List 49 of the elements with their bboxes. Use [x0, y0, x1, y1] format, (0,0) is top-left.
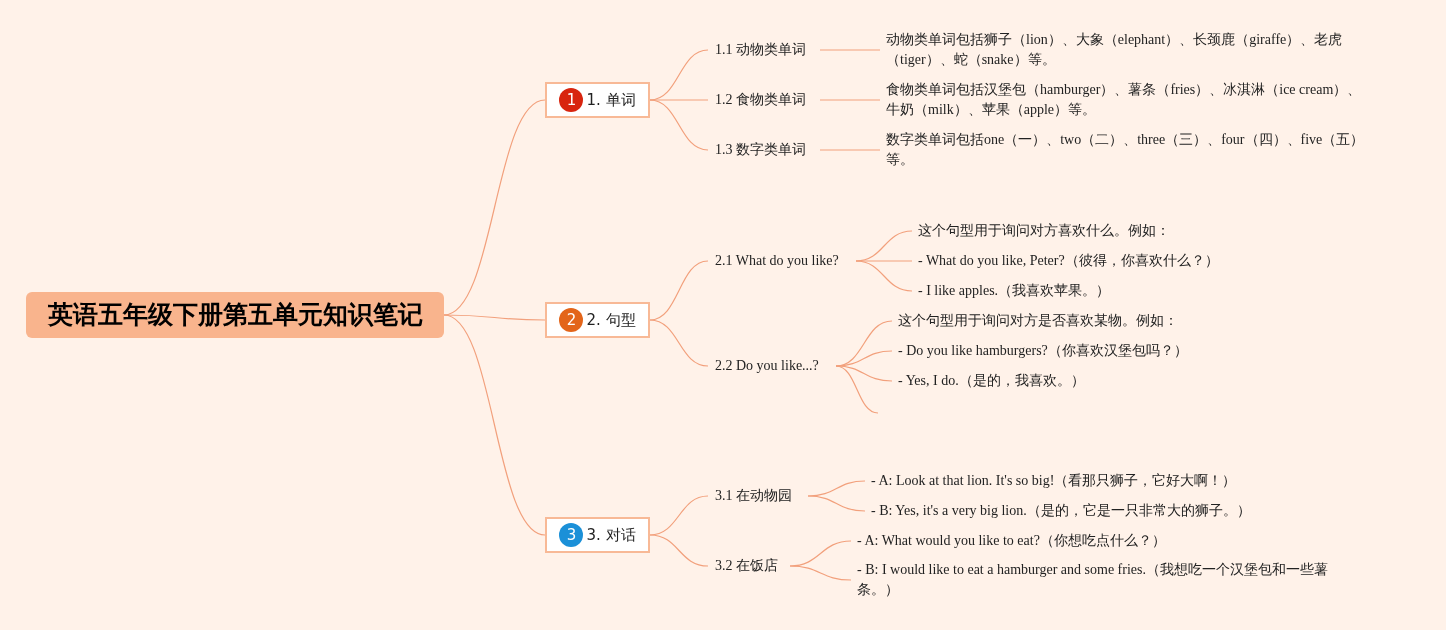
branch-line: [835, 350, 893, 367]
branch-line: [649, 99, 709, 151]
note-text: - What do you like, Peter?（彼得，你喜欢什么？）: [912, 251, 1242, 271]
subtopic: 3.2 在饭店: [708, 556, 790, 576]
subtopic: 1.2 食物类单词: [708, 90, 820, 110]
note-text: - A: Look at that lion. It's so big!（看那只狮子，它好大啊！）: [865, 471, 1285, 491]
note-text: - A: What would you like to eat?（你想吃点什么？）: [851, 531, 1271, 551]
branch-line: [443, 314, 546, 321]
subtopic: 1.3 数字类单词: [708, 140, 820, 160]
main-topic-box: [545, 517, 650, 553]
topic-label: 1. 单词: [586, 89, 636, 111]
branch-line: [649, 534, 709, 567]
note-text: - I like apples.（我喜欢苹果。）: [912, 281, 1232, 301]
note-text: 动物类单词包括狮子（lion）、大象（elephant）、长颈鹿（giraffe）、老虎（tiger）、蛇（snake）等。: [880, 30, 1380, 70]
branch-line: [443, 314, 546, 536]
branch-line: [819, 49, 881, 51]
branch-line: [789, 565, 852, 581]
branch-line: [649, 319, 709, 367]
branch-line: [819, 149, 881, 151]
note-text: - Yes, I do.（是的，我喜欢。）: [892, 371, 1212, 391]
note-text: 这个句型用于询问对方喜欢什么。例如：: [912, 221, 1232, 241]
note-text: 数字类单词包括one（一）、two（二）、three（三）、four（四）、five（五）等。: [880, 130, 1380, 170]
topic-label: 2. 句型: [586, 309, 636, 331]
main-topic-box: [545, 82, 650, 118]
root-topic: [26, 292, 444, 338]
branch-line: [807, 495, 866, 512]
branch-line: [807, 480, 866, 497]
note-text: 这个句型用于询问对方是否喜欢某物。例如：: [892, 311, 1212, 331]
number-badge: 1: [559, 88, 584, 112]
branch-line: [835, 365, 879, 414]
branch-line: [819, 99, 881, 101]
subtopic: 3.1 在动物园: [708, 486, 808, 506]
number-badge: 3: [559, 523, 584, 547]
branch-line: [855, 260, 913, 292]
topic-title: 英语五年级下册第五单元知识笔记: [47, 299, 423, 332]
note-text: - B: I would like to eat a hamburger and some fries.（我想吃一个汉堡包和一些薯条。）: [851, 560, 1336, 600]
note-text: - Do you like hamburgers?（你喜欢汉堡包吗？）: [892, 341, 1212, 361]
branch-line: [649, 260, 709, 321]
branch-line: [649, 99, 709, 101]
subtopic: 1.1 动物类单词: [708, 40, 820, 60]
number-badge: 2: [559, 308, 584, 332]
note-text: - B: Yes, it's a very big lion.（是的，它是一只非常大的狮子。）: [865, 501, 1285, 521]
topic-label: 3. 对话: [586, 524, 636, 546]
subtopic: 2.1 What do you like?: [708, 251, 856, 271]
branch-line: [835, 365, 893, 382]
branch-line: [855, 260, 913, 262]
note-text: 食物类单词包括汉堡包（hamburger）、薯条（fries）、冰淇淋（ice cream）、牛奶（milk）、苹果（apple）等。: [880, 80, 1380, 120]
subtopic: 2.2 Do you like...?: [708, 356, 836, 376]
main-topic-box: [545, 302, 650, 338]
